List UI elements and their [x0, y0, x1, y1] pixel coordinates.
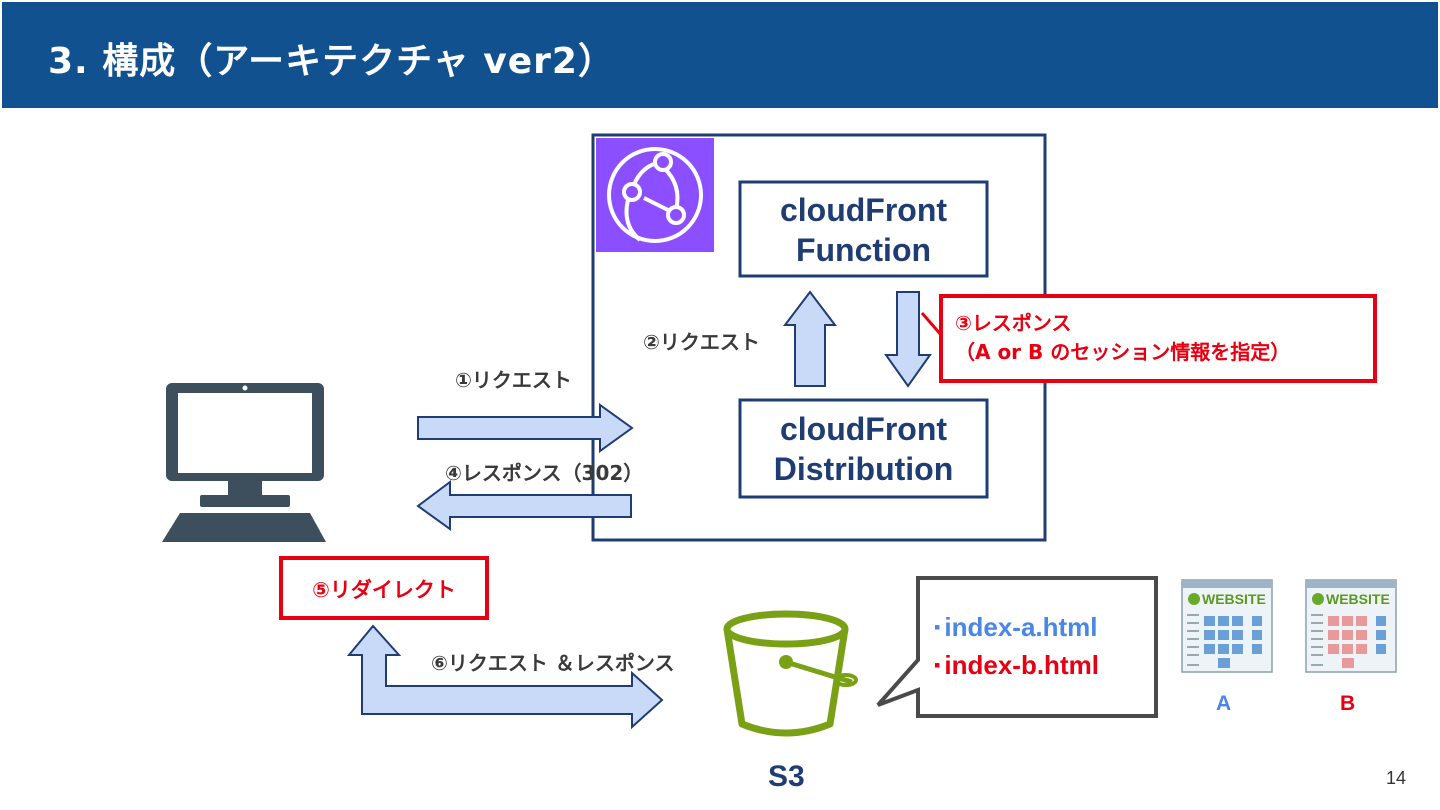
arrow-step6-bent	[346, 624, 664, 730]
step3-callout-text: ③レスポンス （A or B のセッション情報を指定）	[955, 309, 1290, 367]
file-item-a: ▪index-a.html	[934, 612, 1098, 643]
cloudfront-distribution-label-line1: cloudFront	[779, 411, 948, 447]
step6-label: ⑥リクエスト ＆レスポンス	[431, 651, 675, 675]
arrow-step3-down	[884, 291, 932, 388]
file-item-b: ▪index-b.html	[934, 650, 1099, 681]
step5-label: ⑤リダイレクト	[312, 578, 456, 602]
step1-label: ①リクエスト	[455, 368, 572, 392]
cloudfront-distribution-box	[738, 398, 989, 499]
variant-b-label: B	[1340, 692, 1356, 715]
cloudfront-function-box	[738, 180, 989, 278]
arrow-step4-left	[416, 480, 632, 531]
step3-detail: （A or B のセッション情報を指定）	[955, 340, 1291, 364]
website-heading: WEBSITE	[1326, 591, 1390, 607]
bullet-icon: ▪	[934, 617, 941, 637]
step2-label: ②リクエスト	[643, 330, 760, 354]
s3-files-bubble	[876, 576, 1158, 718]
cloudfront-function-label-line2: Function	[795, 232, 932, 268]
slide-title: 3. 構成（アーキテクチャ ver2）	[48, 41, 615, 82]
website-heading: WEBSITE	[1202, 591, 1266, 607]
cloudfront-function-label-line1: cloudFront	[779, 192, 948, 228]
cloudfront-distribution-label: cloudFront Distribution	[740, 409, 987, 489]
arrow-step1-right	[417, 403, 634, 453]
bullet-icon: ▪	[934, 655, 941, 675]
cloudfront-function-label: cloudFront Function	[740, 190, 987, 270]
file-name-b: index-b.html	[944, 650, 1099, 680]
arrow-step2-up	[782, 290, 838, 387]
computer-icon	[162, 383, 326, 542]
file-name-a: index-a.html	[944, 612, 1098, 642]
variant-a-label: A	[1216, 692, 1232, 715]
page-number: 14	[1385, 768, 1406, 788]
step3-label: ③レスポンス	[955, 311, 1072, 335]
website-thumbnail-icon: WEBSITE	[1305, 579, 1397, 673]
s3-label: S3	[768, 760, 805, 793]
title-bar: 3. 構成（アーキテクチャ ver2）	[2, 2, 1438, 108]
cloudfront-distribution-label-line2: Distribution	[773, 451, 954, 487]
step5-redirect-box	[279, 556, 489, 620]
s3-bucket-icon	[723, 610, 858, 737]
cloudfront-icon	[596, 138, 714, 252]
step3-callout-box	[939, 294, 1377, 383]
website-thumbnail-icon: WEBSITE	[1181, 579, 1273, 673]
step4-label: ④レスポンス（302）	[445, 461, 644, 485]
